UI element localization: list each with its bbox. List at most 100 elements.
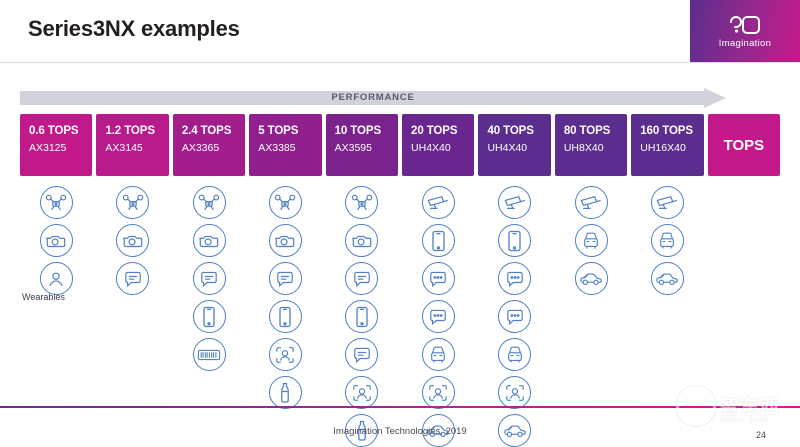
chip-tops-label: 1.2 TOPS: [105, 125, 155, 137]
chip-part-number: UH4X40: [411, 142, 451, 154]
chip-tops-label: 2.4 TOPS: [181, 125, 232, 137]
face-recognition-icon: [268, 338, 302, 371]
drone-icon: [39, 186, 73, 219]
header-divider: [0, 62, 800, 63]
car-front-icon: [574, 224, 608, 257]
chip-tops-label: 5 TOPS: [258, 125, 299, 137]
chip-part-number: UH4X40: [487, 142, 528, 154]
security-camera-icon: [421, 186, 455, 219]
tops-legend: TOPS: [707, 114, 781, 176]
face-id-icon: [39, 262, 73, 295]
speech-bubble-icon: [345, 262, 379, 295]
face-recognition-icon: [345, 376, 379, 409]
wearables-label: Wearables: [22, 292, 65, 302]
drone-icon: [116, 186, 150, 219]
tablet-icon: [421, 224, 455, 257]
product-chip[interactable]: 160 TOPS UH16X40: [631, 114, 704, 176]
chip-part-number: UH8X40: [563, 142, 604, 154]
use-case-icon-list: [96, 186, 168, 295]
bottle-icon: [268, 376, 302, 409]
chat-icon: [498, 300, 532, 333]
chat-icon: [421, 300, 455, 333]
performance-label: PERFORMANCE: [331, 92, 415, 103]
face-recognition-icon: [498, 376, 532, 409]
drone-icon: [268, 186, 302, 219]
car-side-icon: [574, 262, 608, 295]
product-chip[interactable]: 1.2 TOPS AX3145: [96, 114, 169, 176]
security-camera-icon: [650, 186, 684, 219]
product-chip[interactable]: 20 TOPS UH4X40: [402, 114, 475, 176]
page-title: Series3NX examples: [28, 16, 240, 41]
product-chip[interactable]: 0.6 TOPS AX3125: [20, 114, 93, 176]
smartphone-icon: [268, 300, 302, 333]
speech-bubble-icon: [116, 262, 150, 295]
camera-icon: [116, 224, 150, 257]
product-column: 1.2 TOPS AX3145: [96, 114, 169, 447]
product-chip[interactable]: 40 TOPS UH4X40: [478, 114, 551, 176]
camera-icon: [268, 224, 302, 257]
imagination-logo-icon: [728, 14, 762, 36]
footer-text: Imagination Technologies, 2019: [333, 426, 467, 437]
chip-part-number: UH16X40: [640, 142, 686, 154]
smartphone-icon: [192, 300, 226, 333]
performance-arrow-head: [704, 88, 726, 108]
smartphone-icon: [345, 300, 379, 333]
product-chip[interactable]: 5 TOPS AX3385: [249, 114, 322, 176]
car-side-icon: [650, 262, 684, 295]
chip-tops-label: 20 TOPS: [411, 125, 458, 137]
chip-tops-label: 160 TOPS: [640, 125, 693, 137]
security-camera-icon: [574, 186, 608, 219]
product-chip[interactable]: 80 TOPS UH8X40: [554, 114, 628, 176]
car-front-icon: [421, 338, 455, 371]
car-front-icon: [650, 224, 684, 257]
use-case-icon-list: [555, 186, 627, 295]
product-column: 5 TOPS AX3385: [249, 114, 322, 447]
product-column: 2.4 TOPS AX3365: [172, 114, 246, 447]
product-column: 40 TOPS UH4X40: [478, 114, 551, 447]
product-column: 0.6 TOPS AX3125: [20, 114, 93, 447]
drone-icon: [192, 186, 226, 219]
imagination-logo-text: Imagination: [718, 37, 772, 49]
product-column: 10 TOPS AX3595: [325, 114, 399, 447]
camera-icon: [39, 224, 73, 257]
camera-icon: [192, 224, 226, 257]
use-case-icon-list: [249, 186, 321, 409]
security-camera-icon: [498, 186, 532, 219]
use-case-icon-list: [631, 186, 703, 295]
chip-tops-label: 40 TOPS: [487, 125, 534, 137]
product-column: 160 TOPS UH16X40: [631, 114, 704, 447]
speech-bubble-icon: [268, 262, 302, 295]
use-case-icon-list: [173, 186, 245, 371]
product-chip[interactable]: 2.4 TOPS AX3365: [172, 114, 246, 176]
car-front-icon: [498, 338, 532, 371]
page-number: 24: [755, 430, 766, 440]
chat-icon: [421, 262, 455, 295]
speech-bubble-icon: [345, 338, 379, 371]
product-grid: 0.6 TOPS AX3125 1.2 TOPS AX3145 2.4 TOPS AX33…: [20, 114, 781, 447]
imagination-logo: Imagination: [690, 0, 800, 62]
chip-tops-label: 80 TOPS: [563, 125, 611, 137]
use-case-icon-list: [478, 186, 550, 447]
performance-arrow-bar: [20, 91, 706, 105]
chip-part-number: AX3595: [334, 142, 372, 154]
chip-part-number: AX3125: [29, 142, 67, 154]
speech-bubble-icon: [192, 262, 226, 295]
footer-divider: [0, 406, 800, 408]
chip-part-number: AX3385: [258, 142, 296, 154]
chat-icon: [498, 262, 532, 295]
product-column: 80 TOPS UH8X40: [554, 114, 628, 447]
chip-tops-label: 10 TOPS: [334, 125, 382, 137]
drone-icon: [345, 186, 379, 219]
scanner-icon: [192, 338, 226, 371]
chip-part-number: AX3365: [181, 142, 220, 154]
chip-tops-label: 0.6 TOPS: [29, 125, 79, 137]
tops-legend-column: TOPS: [707, 114, 781, 447]
use-case-icon-list: [20, 186, 92, 295]
chip-part-number: AX3145: [105, 142, 143, 154]
performance-arrow: PERFORMANCE: [20, 88, 726, 108]
tablet-icon: [498, 224, 532, 257]
use-case-icon-list: [326, 186, 398, 447]
face-recognition-icon: [421, 376, 455, 409]
product-column: 20 TOPS UH4X40: [402, 114, 475, 447]
product-chip[interactable]: 10 TOPS AX3595: [325, 114, 399, 176]
